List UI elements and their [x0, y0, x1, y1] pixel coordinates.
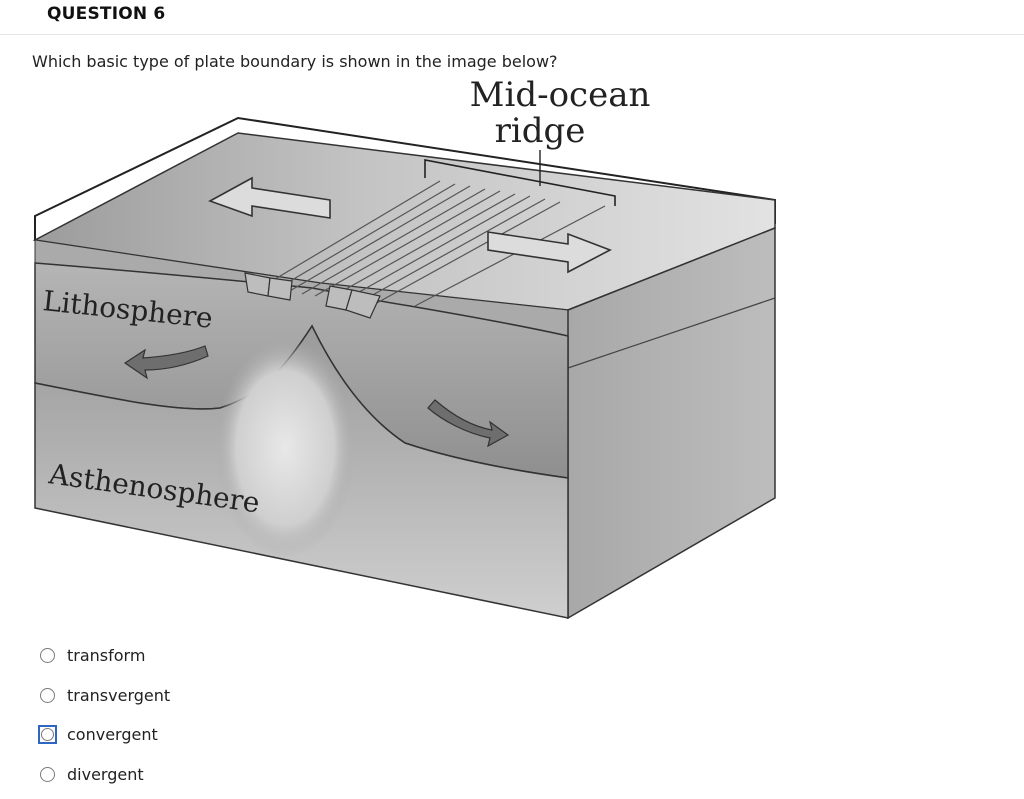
option-label: transvergent — [67, 685, 171, 705]
answer-options: transform transvergent convergent diverg… — [38, 636, 170, 794]
question-title: QUESTION 6 — [47, 4, 166, 24]
plate-boundary-diagram: Mid-ocean ridge Lithosphere Asthenospher… — [30, 78, 790, 623]
curved-arrow-right-icon — [427, 399, 510, 448]
option-convergent[interactable]: convergent — [38, 715, 170, 755]
option-transform[interactable]: transform — [38, 636, 170, 676]
option-label: convergent — [67, 725, 158, 745]
header-divider — [0, 34, 1024, 35]
radio-button[interactable] — [41, 728, 54, 742]
question-text: Which basic type of plate boundary is sh… — [32, 52, 558, 71]
option-divergent[interactable]: divergent — [38, 755, 170, 795]
left-arrow-icon — [208, 176, 331, 219]
radio-button[interactable] — [40, 648, 55, 664]
option-label: transform — [67, 646, 146, 666]
curved-arrow-left-icon — [123, 345, 209, 380]
ridge-label-line2: ridge — [495, 111, 586, 151]
surface-arrows — [208, 176, 612, 274]
radio-focus-ring[interactable] — [38, 725, 57, 745]
right-arrow-icon — [487, 231, 612, 274]
ridge-label-line1: Mid-ocean — [470, 78, 651, 115]
radio-button[interactable] — [40, 766, 55, 782]
ridge-blocks — [244, 272, 381, 319]
ridge-bracket — [424, 159, 616, 206]
option-transvergent[interactable]: transvergent — [38, 676, 170, 716]
ridge-stripes — [259, 180, 606, 307]
magma-plume — [215, 338, 355, 558]
radio-button[interactable] — [40, 687, 55, 703]
option-label: divergent — [67, 764, 144, 784]
mantle-arrows — [123, 345, 510, 448]
